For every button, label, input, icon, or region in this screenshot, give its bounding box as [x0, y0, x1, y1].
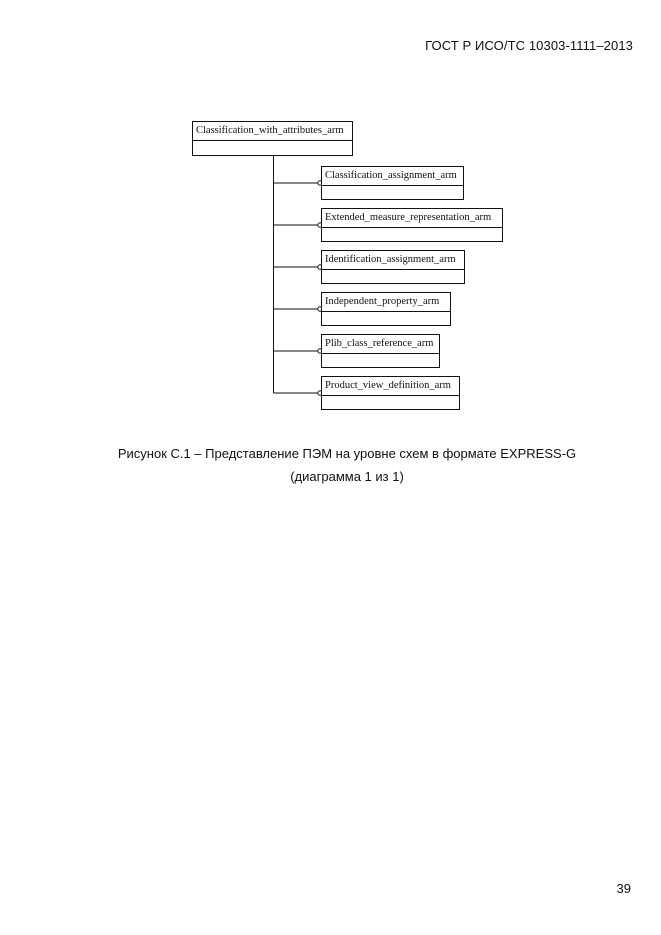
- schema-name: Plib_class_reference_arm: [322, 335, 439, 354]
- schema-box-plib-class-reference: Plib_class_reference_arm: [321, 334, 440, 368]
- schema-box-independent-property: Independent_property_arm: [321, 292, 451, 326]
- schema-name: Product_view_definition_arm: [322, 377, 459, 396]
- figure-caption: Рисунок С.1 – Представление ПЭМ на уровн…: [117, 446, 577, 461]
- figure-caption-subline: (диаграмма 1 из 1): [290, 469, 404, 484]
- standard-designation: ГОСТ Р ИСО/ТС 10303-1111–2013: [425, 38, 633, 53]
- schema-name: Classification_assignment_arm: [322, 167, 463, 186]
- schema-box-root: Classification_with_attributes_arm: [192, 121, 353, 156]
- schema-box-identification-assignment: Identification_assignment_arm: [321, 250, 465, 284]
- page-number: 39: [616, 881, 631, 896]
- schema-box-classification-assignment: Classification_assignment_arm: [321, 166, 464, 200]
- schema-name: Classification_with_attributes_arm: [193, 122, 352, 141]
- schema-box-product-view-definition: Product_view_definition_arm: [321, 376, 460, 410]
- schema-name: Independent_property_arm: [322, 293, 450, 312]
- schema-box-extended-measure-representation: Extended_measure_representation_arm: [321, 208, 503, 242]
- schema-name: Identification_assignment_arm: [322, 251, 464, 270]
- schema-name: Extended_measure_representation_arm: [322, 209, 502, 228]
